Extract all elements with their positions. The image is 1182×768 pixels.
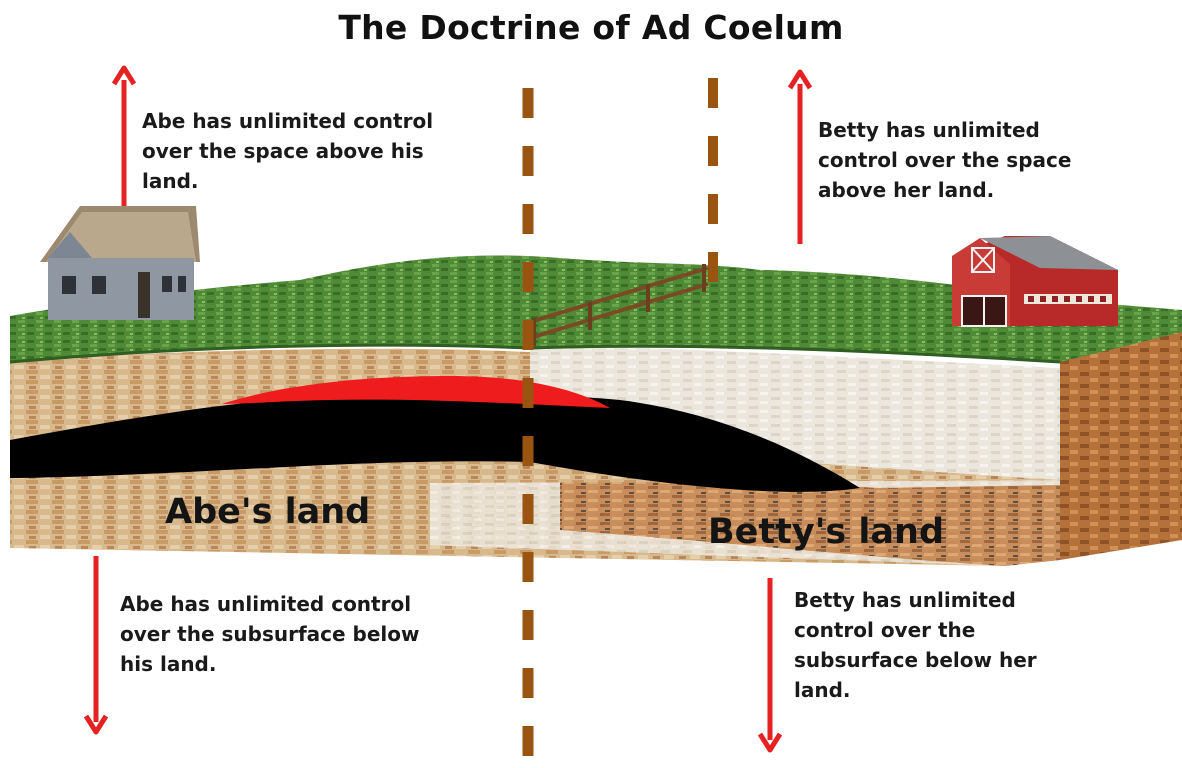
abe-land-label: Abe's land — [165, 492, 370, 532]
abe-subsurface-note-line: over the subsurface below — [120, 619, 510, 649]
abe-subsurface-note: Abe has unlimited control over the subsu… — [120, 589, 510, 679]
betty-subsurface-note-line: subsurface below her — [794, 645, 1134, 675]
block-side-face — [1060, 330, 1182, 560]
betty-land-label: Betty's land — [708, 512, 944, 552]
betty-subsurface-note-line: control over the — [794, 615, 1134, 645]
abe-airspace-note-line: over the space above his — [142, 136, 512, 166]
betty-airspace-note: Betty has unlimited control over the spa… — [818, 115, 1148, 205]
red-barn-icon — [952, 236, 1118, 326]
betty-airspace-note-line: Betty has unlimited — [818, 115, 1148, 145]
arrow-betty-up-icon — [790, 72, 810, 244]
betty-subsurface-note: Betty has unlimited control over the sub… — [794, 585, 1134, 705]
arrow-betty-down-icon — [760, 578, 780, 750]
abe-subsurface-note-line: Abe has unlimited control — [120, 589, 510, 619]
arrow-abe-down-icon — [86, 556, 106, 732]
arrow-abe-up-icon — [114, 68, 134, 206]
abe-airspace-note: Abe has unlimited control over the space… — [142, 106, 512, 196]
abe-airspace-note-line: land. — [142, 166, 512, 196]
betty-airspace-note-line: above her land. — [818, 175, 1148, 205]
betty-subsurface-note-line: land. — [794, 675, 1134, 705]
abe-subsurface-note-line: his land. — [120, 649, 510, 679]
diagram-title: The Doctrine of Ad Coelum — [0, 8, 1182, 47]
betty-subsurface-note-line: Betty has unlimited — [794, 585, 1134, 615]
wooden-house-icon — [40, 206, 200, 320]
betty-airspace-note-line: control over the space — [818, 145, 1148, 175]
abe-airspace-note-line: Abe has unlimited control — [142, 106, 512, 136]
